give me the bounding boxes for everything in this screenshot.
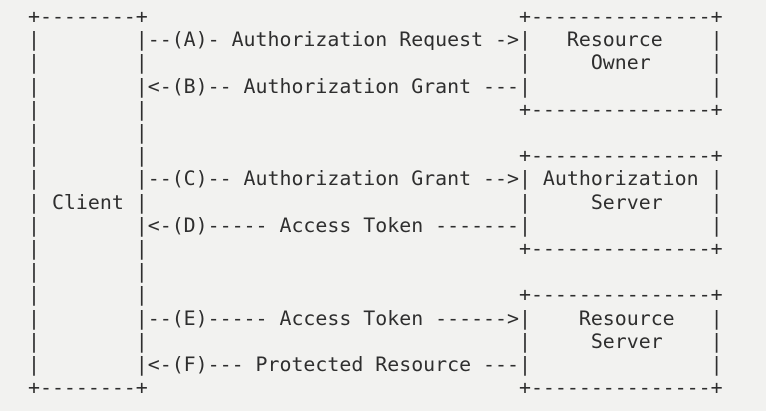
ascii-art-text: +--------+ +---------------+ | |--(A)- A… bbox=[28, 5, 723, 400]
